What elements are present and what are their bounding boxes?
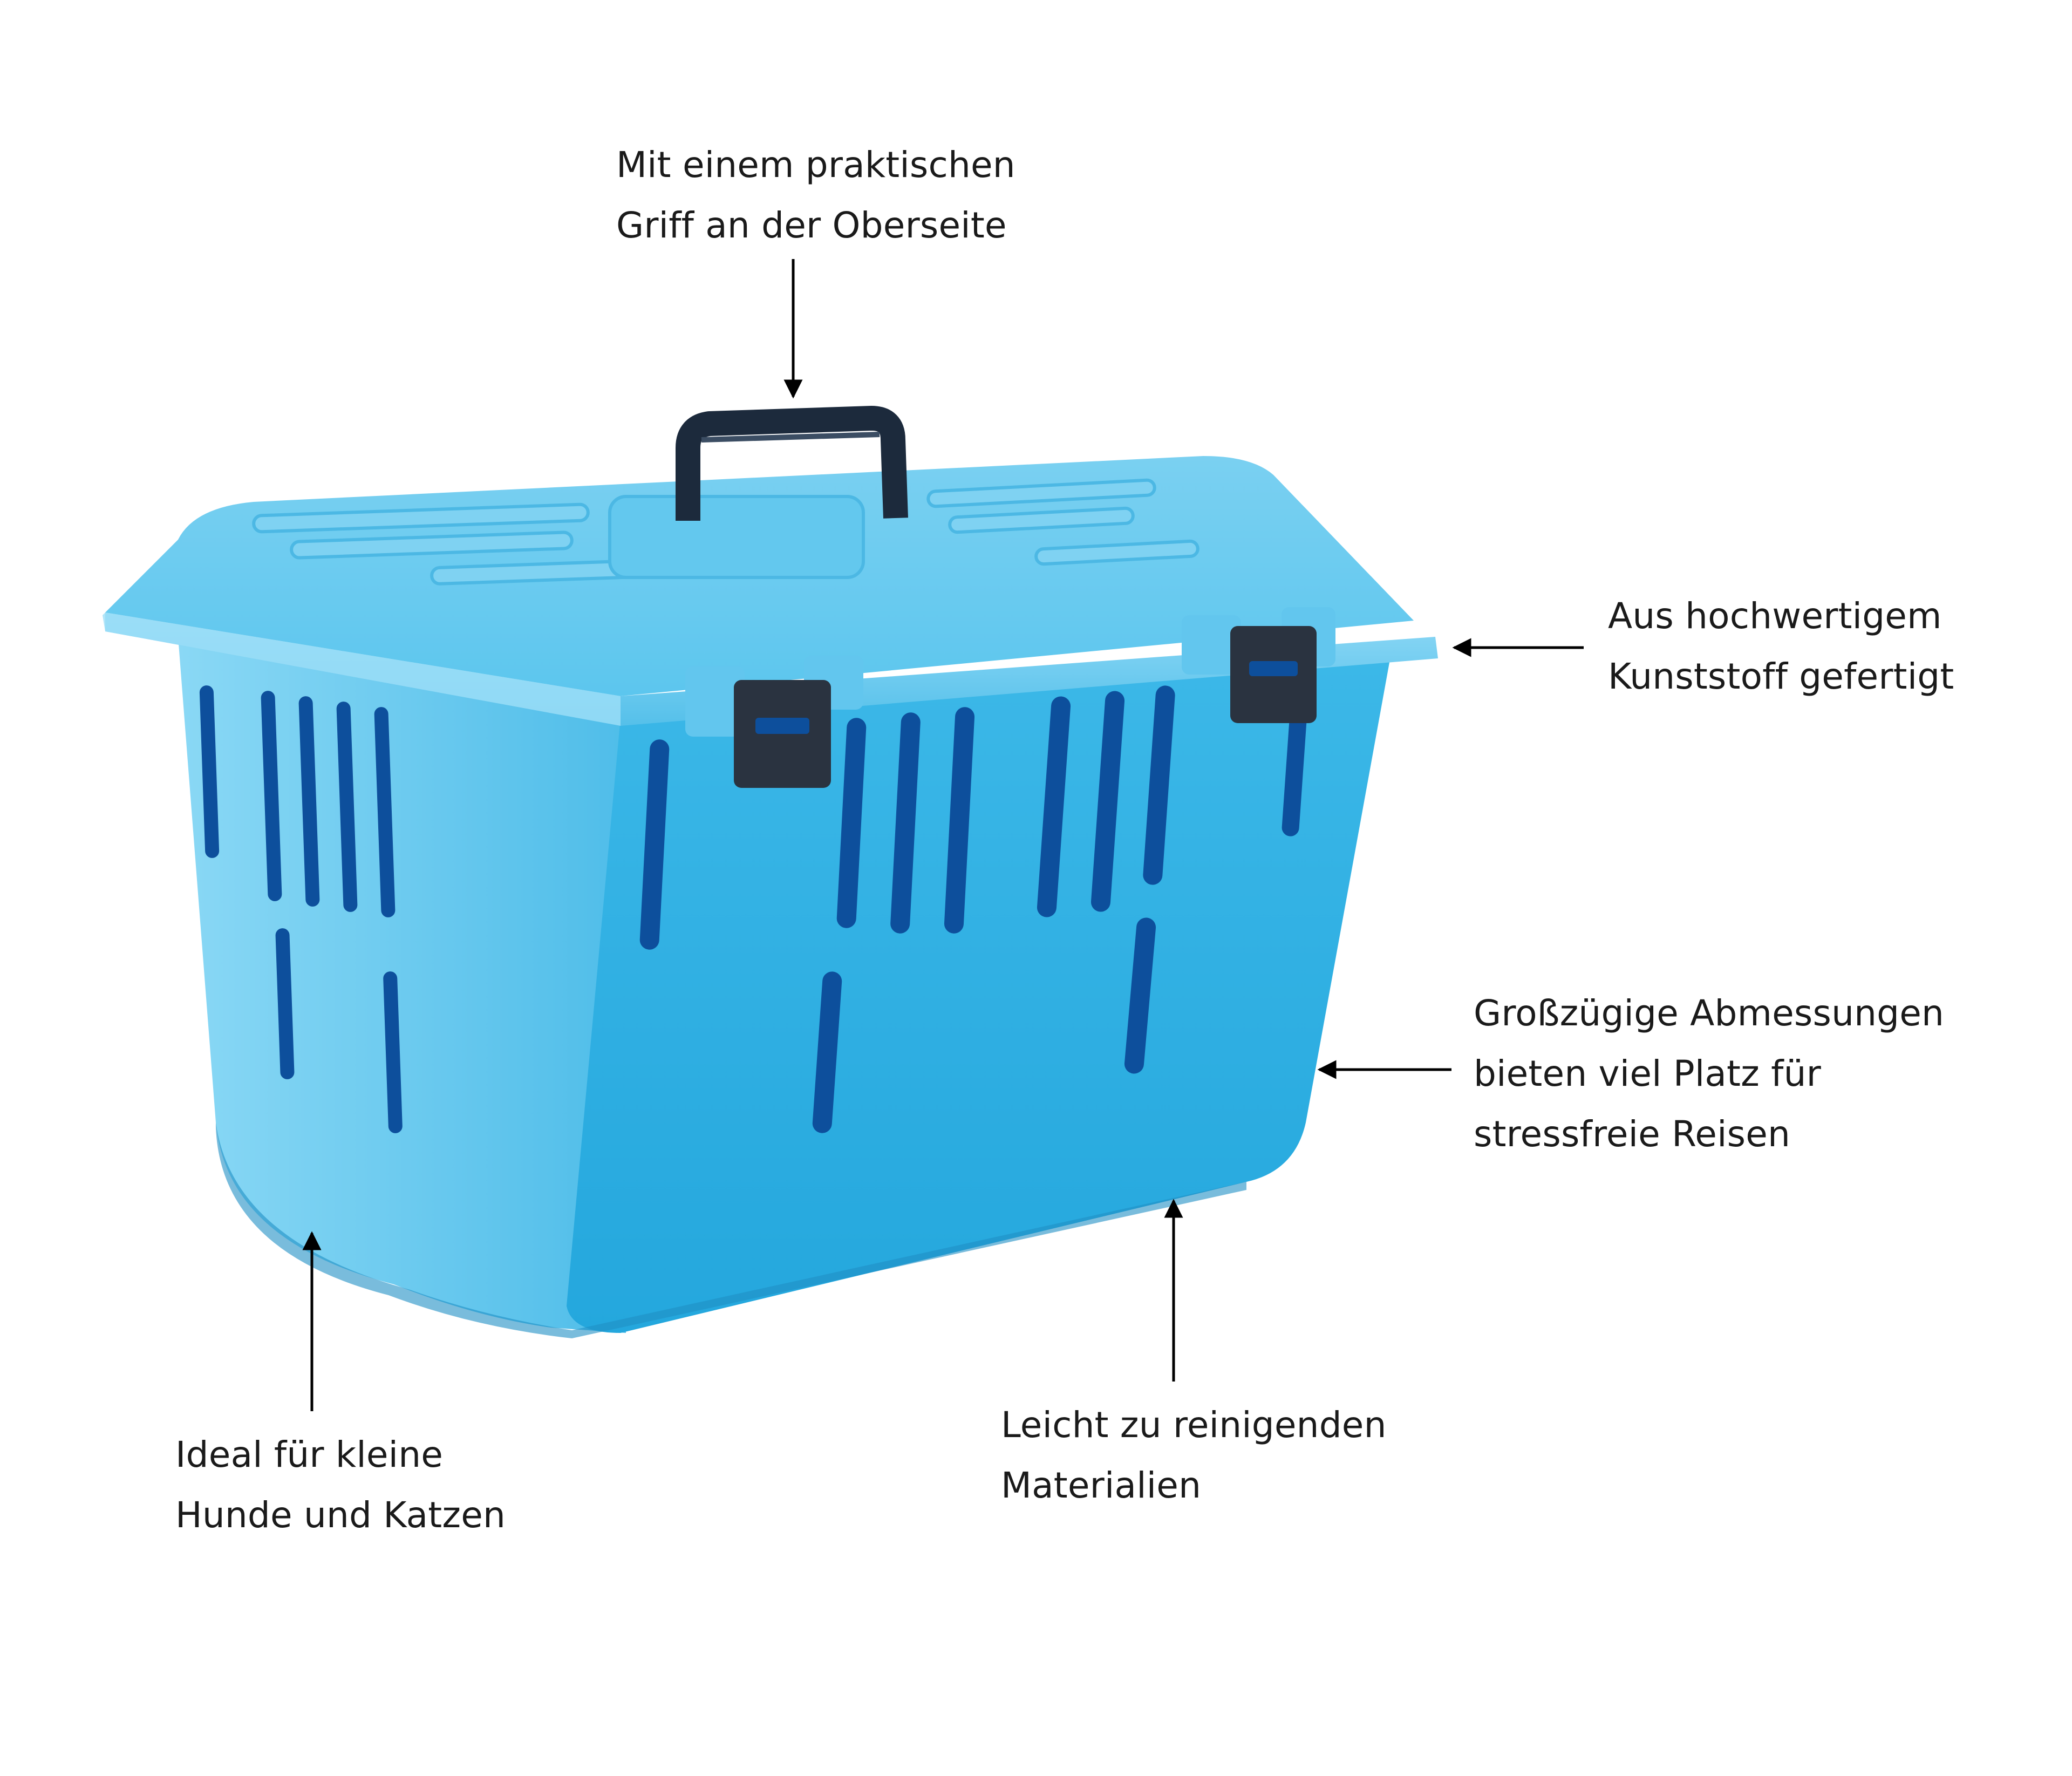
annotation-handle-line2: Griff an der Oberseite xyxy=(616,205,1007,246)
carrier-side-panel xyxy=(178,637,626,1333)
annotation-size-line3: stressfreie Reisen xyxy=(1474,1113,1791,1155)
latch-left xyxy=(734,680,831,788)
annotation-clean: Leicht zu reinigenden Materialien xyxy=(1001,1395,1387,1516)
latch-right xyxy=(1230,626,1317,723)
annotation-size-line1: Großzügige Abmessungen xyxy=(1474,992,1945,1034)
annotation-material: Aus hochwertigem Kunststoff gefertigt xyxy=(1608,586,1954,707)
annotation-handle-line1: Mit einem praktischen xyxy=(616,144,1015,186)
annotation-clean-line2: Materialien xyxy=(1001,1465,1202,1506)
carrier-base xyxy=(216,1122,1246,1338)
pet-carrier xyxy=(103,406,1438,1338)
annotation-ideal-line1: Ideal für kleine xyxy=(175,1434,444,1475)
annotation-ideal-line2: Hunde und Katzen xyxy=(175,1494,506,1536)
annotation-handle: Mit einem praktischen Griff an der Obers… xyxy=(616,135,1015,256)
annotation-material-line1: Aus hochwertigem xyxy=(1608,595,1942,637)
carrier-front-body xyxy=(567,648,1392,1333)
carrier-side-vents xyxy=(199,685,403,1133)
carrier-lid-edge xyxy=(103,540,621,726)
annotation-clean-line1: Leicht zu reinigenden xyxy=(1001,1404,1387,1446)
carrier-lid-vents xyxy=(252,478,1199,586)
annotation-material-line2: Kunststoff gefertigt xyxy=(1608,656,1954,697)
annotation-size-line2: bieten viel Platz für xyxy=(1474,1053,1821,1094)
annotation-ideal: Ideal für kleine Hunde und Katzen xyxy=(175,1425,506,1546)
callout-arrows xyxy=(302,259,1584,1411)
carry-handle xyxy=(676,406,908,521)
annotation-size: Großzügige Abmessungen bieten viel Platz… xyxy=(1474,983,1944,1165)
